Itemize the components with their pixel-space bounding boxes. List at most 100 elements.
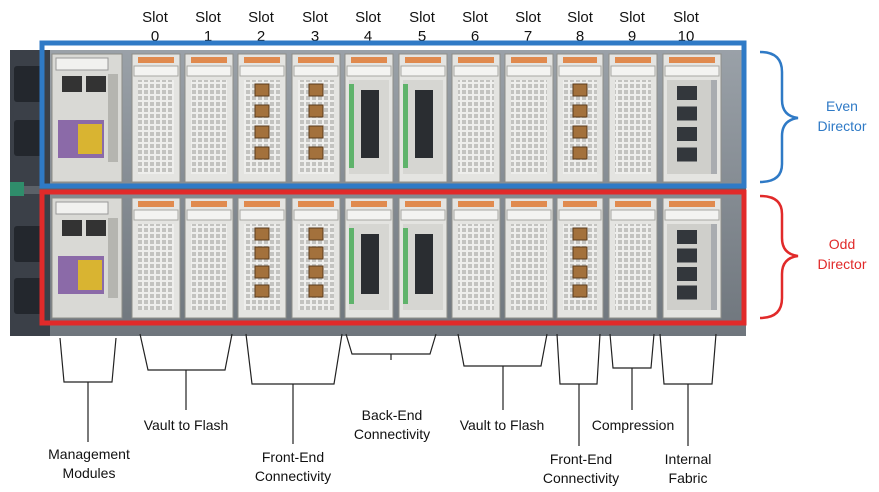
even-director-label: Even Director (797, 96, 879, 136)
slot-word: Slot (302, 9, 328, 26)
slot-word: Slot (673, 9, 699, 26)
green-tab (10, 182, 24, 196)
slot-module-9-odd (608, 197, 658, 319)
slot-label-2: Slot 2 (238, 8, 284, 46)
slot-module-0-odd (131, 197, 181, 319)
bracket-vault-left (139, 333, 233, 371)
slot-number: 4 (363, 28, 373, 45)
odd-director-outline (39, 189, 747, 326)
slot-label-9: Slot 9 (609, 8, 655, 46)
bracket-backend (345, 333, 437, 355)
slot-number: 0 (150, 28, 160, 45)
slot-word: Slot (409, 9, 435, 26)
slot-number: 5 (417, 28, 427, 45)
power-connector-top (14, 66, 44, 102)
slot-module-1-even (184, 53, 234, 183)
slot-module-4-odd (344, 197, 394, 319)
callout-management-modules: Management Modules (34, 445, 144, 483)
slot-number: 2 (256, 28, 266, 45)
slot-label-7: Slot 7 (505, 8, 551, 46)
even-director-brace (759, 50, 799, 184)
slot-module-2-odd (237, 197, 287, 319)
bracket-management (59, 337, 117, 383)
even-director-line1: Even (826, 98, 858, 114)
callout-frontend-connectivity-right: Front-End Connectivity (526, 450, 636, 488)
odd-director-brace (759, 194, 799, 320)
slot-word: Slot (567, 9, 593, 26)
slot-label-8: Slot 8 (557, 8, 603, 46)
slot-module-8-odd (556, 197, 604, 319)
odd-director-label: Odd Director (797, 234, 879, 274)
slot-word: Slot (462, 9, 488, 26)
slot-word: Slot (248, 9, 274, 26)
callout-line: Connectivity (353, 426, 431, 442)
slot-module-5-odd (398, 197, 448, 319)
bracket-frontend-left (245, 333, 343, 385)
odd-director-line1: Odd (828, 236, 856, 252)
slot-module-9-even (608, 53, 658, 183)
callout-brackets (59, 333, 717, 446)
even-director-line2: Director (817, 118, 867, 134)
callout-line: Modules (62, 465, 116, 481)
callout-line: Vault to Flash (143, 417, 229, 433)
callout-line: Management (48, 446, 130, 462)
slot-module-2-even (237, 53, 287, 183)
callout-line: Compression (591, 417, 675, 433)
slot-word: Slot (142, 9, 168, 26)
slot-label-1: Slot 1 (185, 8, 231, 46)
even-director-outline (39, 40, 747, 189)
slot-number: 8 (575, 28, 585, 45)
power-connector-bottom (14, 278, 44, 314)
callout-vault-to-flash-right: Vault to Flash (440, 416, 564, 435)
callout-line: Back-End (361, 407, 423, 423)
slot-module-3-odd (291, 197, 341, 319)
slot-module-8-even (556, 53, 604, 183)
management-module-odd (51, 197, 123, 319)
slot-number: 6 (470, 28, 480, 45)
bracket-frontend-right (556, 333, 601, 385)
bracket-vault-right (457, 333, 548, 367)
slot-word: Slot (515, 9, 541, 26)
slot-word: Slot (619, 9, 645, 26)
slot-word: Slot (195, 9, 221, 26)
callout-line: Front-End (261, 449, 325, 465)
callout-line: Fabric (668, 470, 708, 486)
slot-module-4-even (344, 53, 394, 183)
callout-frontend-connectivity-left: Front-End Connectivity (238, 448, 348, 486)
power-connector-mid (14, 120, 44, 156)
slot-module-10-even (662, 53, 722, 183)
callout-line: Connectivity (254, 468, 332, 484)
slot-module-10-odd (662, 197, 722, 319)
slot-label-0: Slot 0 (132, 8, 178, 46)
slot-number: 1 (203, 28, 213, 45)
callout-line: Connectivity (542, 470, 620, 486)
callout-backend-connectivity: Back-End Connectivity (337, 406, 447, 444)
callout-vault-to-flash-left: Vault to Flash (124, 416, 248, 435)
slot-label-5: Slot 5 (399, 8, 445, 46)
management-module-even (51, 53, 123, 183)
slot-label-3: Slot 3 (292, 8, 338, 46)
slot-module-6-odd (451, 197, 501, 319)
odd-director-line2: Director (817, 256, 867, 272)
slot-module-3-even (291, 53, 341, 183)
slot-module-7-even (504, 53, 554, 183)
callout-line: Internal (664, 451, 712, 467)
slot-module-0-even (131, 53, 181, 183)
slot-module-6-even (451, 53, 501, 183)
slot-module-5-even (398, 53, 448, 183)
callout-compression: Compression (578, 416, 688, 435)
callout-line: Vault to Flash (459, 417, 545, 433)
power-connector-low (14, 226, 44, 262)
slot-label-6: Slot 6 (452, 8, 498, 46)
slot-number: 3 (310, 28, 320, 45)
bracket-internal-fabric (659, 333, 717, 385)
slot-module-7-odd (504, 197, 554, 319)
slot-module-1-odd (184, 197, 234, 319)
slot-number: 9 (627, 28, 637, 45)
callout-internal-fabric: Internal Fabric (638, 450, 738, 488)
slot-number: 7 (523, 28, 533, 45)
bracket-compression (609, 333, 655, 369)
